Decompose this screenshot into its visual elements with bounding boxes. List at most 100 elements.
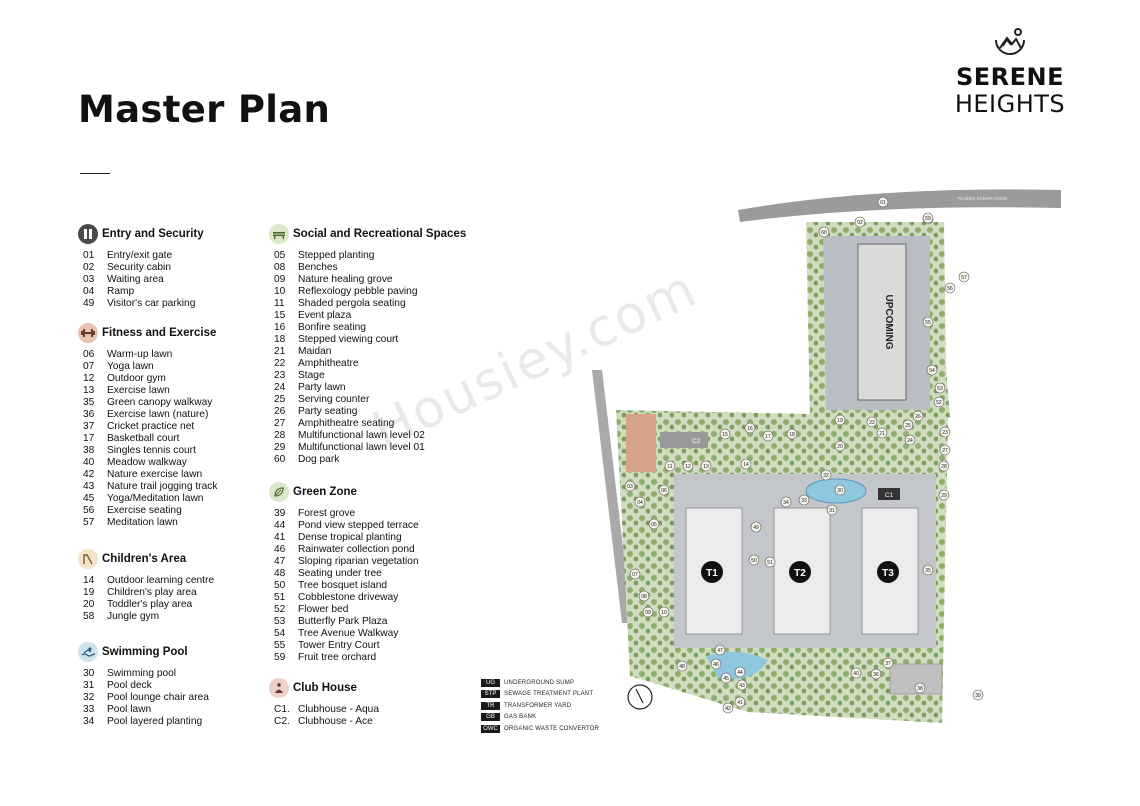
amenity-marker-label: 34 [783, 500, 789, 506]
amenity-marker-label: 19 [837, 418, 843, 424]
amenity-marker-45 [720, 672, 732, 684]
amenity-marker-55 [922, 316, 934, 328]
slide-icon [78, 549, 98, 569]
amenity-marker-38 [914, 682, 926, 694]
title-underline [80, 173, 110, 174]
north-compass-icon [627, 684, 653, 710]
amenity-marker-label: 23 [942, 430, 948, 436]
amenity-marker-label: 52 [936, 400, 942, 406]
dumbbell-icon [78, 323, 98, 343]
amenity-marker-34 [780, 496, 792, 508]
amenity-marker-24 [904, 434, 916, 446]
amenity-marker-label: 12 [685, 464, 691, 470]
amenity-marker-02 [854, 216, 866, 228]
section-title: Children's Area [102, 553, 187, 565]
amenity-marker-label: 01 [880, 200, 886, 206]
amenity-marker-37 [882, 657, 894, 669]
amenity-marker-27 [939, 444, 951, 456]
amenity-marker-46 [710, 658, 722, 670]
amenity-marker-14 [740, 458, 752, 470]
amenity-marker-label: 10 [661, 610, 667, 616]
amenity-marker-07 [629, 568, 641, 580]
amenity-marker-40 [850, 667, 862, 679]
amenity-marker-label: 15 [722, 432, 728, 438]
c1-tag: C1 [885, 492, 894, 499]
amenity-marker-26 [912, 410, 924, 422]
amenity-marker-label: 37 [885, 661, 891, 667]
amenity-marker-label: 32 [823, 473, 829, 479]
amenity-marker-33 [798, 494, 810, 506]
road-label: RAJEEV KUMAR ROAD [958, 196, 1008, 201]
rainwater-pond [706, 651, 768, 680]
mountain-logo-icon [995, 28, 1025, 55]
amenity-marker-21 [876, 427, 888, 439]
clubhouse-c2 [660, 432, 708, 448]
section-title: Club House [293, 682, 357, 694]
amenity-marker-label: 50 [751, 558, 757, 564]
amenity-marker-label: 56 [947, 286, 953, 292]
amenity-marker-29 [938, 489, 950, 501]
amenity-marker-label: 16 [747, 426, 753, 432]
amenity-marker-label: 20 [837, 444, 843, 450]
amenity-marker-19 [834, 414, 846, 426]
amenity-marker-15 [719, 428, 731, 440]
amenity-marker-43 [736, 679, 748, 691]
amenity-marker-label: 21 [879, 431, 885, 437]
amenity-marker-label: 30 [837, 488, 843, 494]
tower-t1: T1 [685, 507, 743, 635]
legend-item: C2.Clubhouse - Ace [274, 716, 373, 727]
amenity-marker-18 [786, 428, 798, 440]
amenity-marker-20 [834, 440, 846, 452]
amenity-marker-label: 53 [937, 386, 943, 392]
amenity-marker-05 [648, 518, 660, 530]
amenity-marker-39 [972, 689, 984, 701]
amenity-marker-13 [700, 460, 712, 472]
amenity-marker-label: 55 [925, 320, 931, 326]
amenity-marker-label: 13 [703, 464, 709, 470]
amenity-marker-label: 03 [627, 484, 633, 490]
leaf-icon [269, 482, 289, 502]
amenity-marker-label: 02 [857, 220, 863, 226]
section-title: Swimming Pool [102, 646, 188, 658]
amenity-marker-04 [634, 496, 646, 508]
section-title: Entry and Security [102, 228, 204, 240]
amenity-marker-50 [748, 554, 760, 566]
swimmer-icon [78, 642, 98, 662]
amenity-marker-54 [926, 364, 938, 376]
amenity-marker-label: 35 [925, 568, 931, 574]
amenity-marker-30 [834, 484, 846, 496]
amenity-marker-label: 05 [651, 522, 657, 528]
amenity-marker-56 [944, 282, 956, 294]
amenity-marker-label: 07 [632, 572, 638, 578]
amenity-marker-06 [658, 484, 670, 496]
